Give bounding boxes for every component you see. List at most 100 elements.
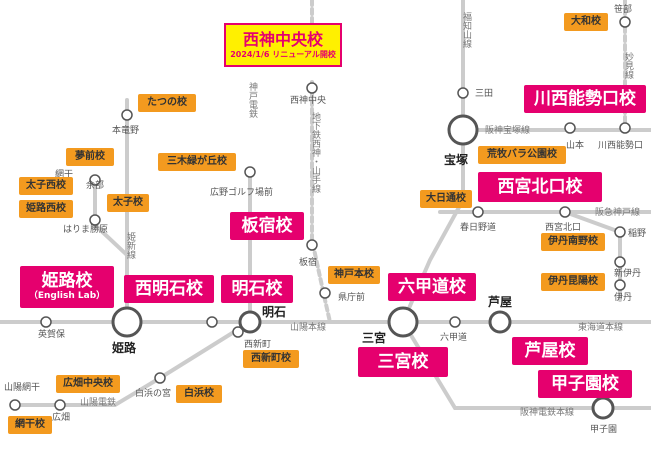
station-yamamoto: 山本 — [566, 139, 584, 151]
station-rokkomichi: 六甲道 — [440, 331, 467, 343]
station-sasabe: 笹部 — [614, 3, 632, 15]
line-sanyo-dentetsu — [13, 320, 252, 407]
line-seishin-yamate — [310, 0, 332, 324]
line-label-fukuchiyama: 福知山線 — [461, 11, 472, 48]
school-seishin-chuo-name: 西神中央校 — [242, 29, 323, 49]
school-seishin-chuo[interactable]: 西神中央校 2024/1/6 リニューアル開校 — [224, 23, 342, 67]
school-yumesaki[interactable]: 夢前校 — [66, 148, 114, 166]
station-dot-eigaho — [40, 316, 52, 328]
school-itami-konyo[interactable]: 伊丹昆陽校 — [541, 273, 605, 291]
station-hontatsuno: 本竜野 — [112, 124, 139, 136]
major-station-dots — [111, 114, 615, 420]
station-itami: 伊丹 — [614, 291, 632, 303]
school-shirahama[interactable]: 白浜校 — [176, 385, 222, 403]
school-miki-midorigaoka[interactable]: 三木緑が丘校 — [158, 153, 236, 171]
school-koshien[interactable]: 甲子園校 — [538, 370, 632, 398]
station-hirono: 広野ゴルフ場前 — [210, 186, 273, 198]
school-aboshi[interactable]: 網干校 — [8, 416, 52, 434]
station-dot-inagano — [614, 226, 626, 238]
station-takarazuka: 宝塚 — [444, 152, 468, 167]
station-dot-ashiya — [488, 310, 512, 334]
station-sanyoaboshi: 山陽網干 — [4, 381, 40, 393]
station-itayado: 板宿 — [299, 256, 317, 268]
line-label-sanyo: 山陽本線 — [290, 321, 326, 333]
station-dot-hontatsuno — [121, 109, 133, 121]
station-dot-kawanishi — [619, 122, 631, 134]
station-dot-koshien — [591, 396, 615, 420]
station-dot-yamamoto — [564, 122, 576, 134]
school-sannomiya[interactable]: 三宮校 — [358, 347, 448, 377]
station-sannomiya: 三宮 — [362, 330, 386, 345]
school-nishiakashi[interactable]: 西明石校 — [124, 275, 214, 303]
station-dot-harima — [89, 214, 101, 226]
school-nishi-shinmachi[interactable]: 西新町校 — [243, 350, 299, 368]
station-seishin: 西神中央 — [290, 94, 326, 106]
line-label-myoken: 妙見線 — [623, 51, 634, 79]
station-dot-sannomiya — [387, 306, 419, 338]
station-dot-takarazuka — [447, 114, 479, 146]
line-label-sanyo-dentetsu: 山陽電鉄 — [80, 396, 116, 408]
station-dot-shirahama — [154, 372, 166, 384]
station-kasuganomichi: 春日野道 — [460, 221, 496, 233]
school-himeji-nishi[interactable]: 姫路西校 — [19, 200, 73, 218]
station-koshien: 甲子園 — [590, 424, 617, 435]
station-dot-sasabe — [619, 16, 631, 28]
station-nishishinmachi: 西新町 — [244, 338, 271, 350]
station-eigaho: 英賀保 — [38, 328, 65, 340]
station-dot-seishin — [306, 82, 318, 94]
line-label-hanshin: 阪神電鉄本線 — [520, 406, 574, 418]
station-dot-sanda — [457, 87, 469, 99]
station-dot-hirono — [244, 166, 256, 178]
school-himeji-name: 姫路校 — [41, 271, 93, 291]
school-kawanishi[interactable]: 川西能勢口校 — [524, 85, 646, 113]
school-akashi[interactable]: 明石校 — [221, 275, 293, 303]
station-hirohata: 広畑 — [52, 411, 70, 423]
line-label-kobe-dentetsu: 神戸電鉄 — [247, 81, 258, 119]
school-taishi-nishi[interactable]: 太子西校 — [19, 177, 73, 195]
station-dot-kasuganomichi — [472, 206, 484, 218]
station-dot-itayado — [306, 239, 318, 251]
school-ashiya[interactable]: 芦屋校 — [512, 337, 588, 365]
school-himeji[interactable]: 姫路校 （English Lab） — [20, 266, 114, 308]
station-kenchomae: 県庁前 — [338, 291, 365, 303]
station-dot-hirohata — [54, 399, 66, 411]
station-shinitami: 新伊丹 — [614, 267, 641, 279]
line-label-tokaido: 東海道本線 — [578, 321, 623, 333]
station-dot-rokkomichi — [449, 316, 461, 328]
line-label-seishin-yamate: 地下鉄西神・山手線 — [310, 111, 321, 193]
school-ohirakidori[interactable]: 大日通校 — [420, 190, 472, 208]
line-label-hanshin-takarazuka: 阪神宝塚線 — [485, 124, 530, 136]
school-itayado[interactable]: 板宿校 — [230, 212, 304, 240]
station-dot-shinitami — [614, 256, 626, 268]
station-dot-itami — [614, 279, 626, 291]
station-ashiya: 芦屋 — [488, 294, 512, 309]
station-dots — [9, 16, 631, 411]
school-nishinomiya-kitaguchi[interactable]: 西宮北口校 — [478, 172, 602, 202]
school-tatsuno[interactable]: たつの校 — [138, 94, 196, 112]
station-dot-yoshu — [89, 174, 101, 186]
station-sanda: 三田 — [475, 88, 493, 99]
station-dot-sanyoaboshi — [9, 399, 21, 411]
station-harima: はりま勝原 — [63, 223, 108, 235]
school-seishin-chuo-note: 2024/1/6 リニューアル開校 — [230, 49, 336, 59]
station-dot-nishinomiya — [559, 206, 571, 218]
station-himeji: 姫路 — [112, 340, 137, 355]
station-dot-kenchomae — [319, 287, 331, 299]
school-hirohata-chuo[interactable]: 広畑中央校 — [56, 375, 120, 393]
station-dot-nishishinmachi — [232, 326, 244, 338]
school-yamato[interactable]: 大和校 — [564, 13, 608, 31]
school-aramaki-bara[interactable]: 荒牧バラ公園校 — [478, 146, 566, 164]
school-rokkomichi[interactable]: 六甲道校 — [388, 273, 476, 301]
station-dot-himeji — [111, 306, 143, 338]
station-kawanishi: 川西能勢口 — [598, 139, 643, 151]
station-akashi: 明石 — [262, 305, 286, 319]
station-nishinomiya: 西宮北口 — [545, 221, 581, 233]
station-yoshu: 余部 — [86, 179, 104, 191]
school-itami-minamino[interactable]: 伊丹南野校 — [541, 233, 605, 251]
school-kobe-motomachi[interactable]: 神戸本校 — [328, 266, 380, 284]
school-taishi[interactable]: 太子校 — [107, 194, 149, 212]
station-dot-nishiakashi — [206, 316, 218, 328]
line-label-hankyu: 阪急神戸線 — [595, 206, 640, 218]
station-inagano: 稲野 — [628, 227, 646, 239]
